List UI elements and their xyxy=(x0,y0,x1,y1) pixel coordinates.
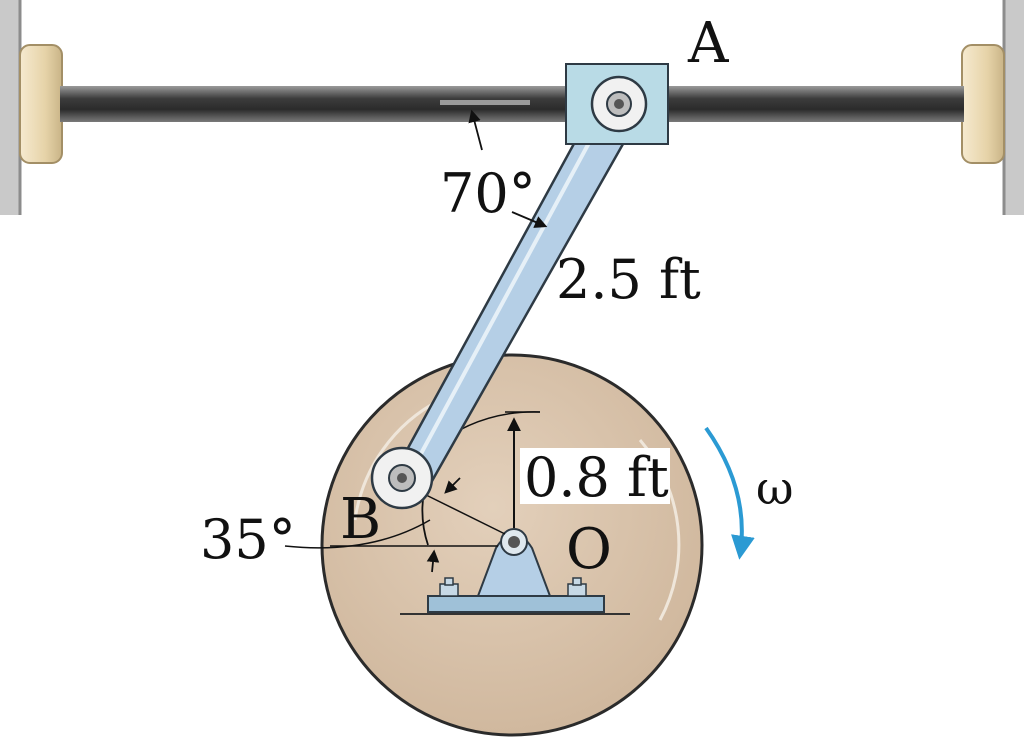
right-support-bracket xyxy=(961,44,1005,164)
bolt-right xyxy=(567,577,587,597)
pin-b-center xyxy=(397,473,407,483)
bolt-left xyxy=(439,577,459,597)
label-angle-rod: 70° xyxy=(440,162,536,225)
crank-angle-arrow-bottom xyxy=(426,549,440,573)
pin-a-center xyxy=(614,99,624,109)
label-crank-radius: 0.8 ft xyxy=(524,446,669,509)
label-point-a: A xyxy=(687,11,729,76)
angle-70-pointer xyxy=(468,109,483,151)
crank-angle-arrow-top xyxy=(444,477,461,494)
radius-label-bg xyxy=(520,448,670,504)
right-wall xyxy=(1004,0,1024,215)
base-plate xyxy=(427,595,605,613)
shaft-highlight xyxy=(440,100,530,105)
pin-o-center xyxy=(508,536,520,548)
crank-line-ob xyxy=(419,491,506,535)
label-rod-length: 2.5 ft xyxy=(556,248,701,311)
disk-inner-ring xyxy=(353,398,441,521)
label-point-o: O xyxy=(566,517,612,582)
omega-arrow xyxy=(704,426,755,560)
left-wall xyxy=(0,0,20,215)
angle-35-leader xyxy=(284,519,431,549)
label-angle-crank: 35° xyxy=(200,508,296,571)
label-point-b: B xyxy=(340,487,381,552)
label-angular-velocity: ω xyxy=(756,461,794,515)
angle-70-leader xyxy=(511,211,548,228)
left-support-bracket xyxy=(19,44,63,164)
